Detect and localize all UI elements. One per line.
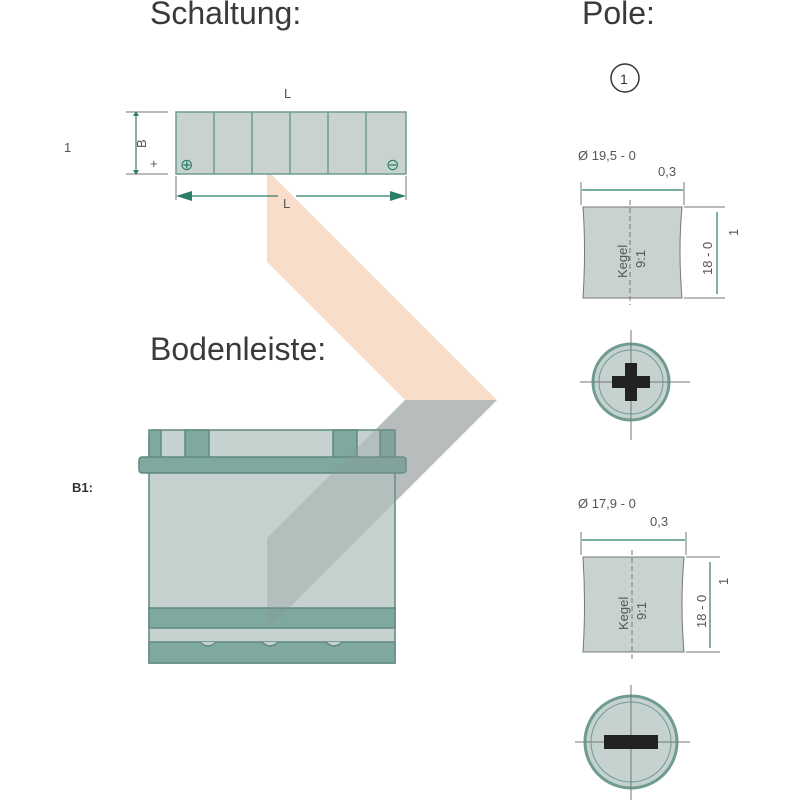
pos-taper: Kegel xyxy=(615,245,630,278)
bodenleiste-label: B1: xyxy=(72,480,93,495)
neg-taper: Kegel xyxy=(616,597,631,630)
neg-height-tol: 1 xyxy=(716,578,731,585)
positive-pole-dimensions: Ø 19,5 - 0 0,3 Kegel 9:1 18 - 0 1 xyxy=(578,148,741,440)
heading-schaltung: Schaltung: xyxy=(150,0,301,31)
cell-block xyxy=(175,111,407,175)
minus-terminal-icon: ⊖ xyxy=(386,157,399,174)
row-label: 1 xyxy=(64,140,71,155)
pole-type-number: 1 xyxy=(620,71,628,87)
pos-height: 18 - 0 xyxy=(700,242,715,275)
minus-icon xyxy=(604,735,658,749)
pos-height-tol: 1 xyxy=(726,229,741,236)
battery-side-view xyxy=(138,429,407,664)
length-label-bottom: L xyxy=(283,196,290,211)
pos-ratio: 9:1 xyxy=(633,250,648,268)
plus-terminal-icon: ⊕ xyxy=(180,157,193,174)
watermark-overlay xyxy=(267,400,497,630)
circuit-layout: 1 L B + ⊕ ⊖ L xyxy=(64,86,407,211)
heading-bodenleiste: Bodenleiste: xyxy=(150,331,326,367)
neg-diameter: Ø 17,9 - 0 xyxy=(578,496,636,511)
neg-ratio: 9:1 xyxy=(634,602,649,620)
length-label-top: L xyxy=(284,86,291,101)
pole-type-badge xyxy=(610,63,640,93)
neg-tolerance: 0,3 xyxy=(650,514,668,529)
heading-pole: Pole: xyxy=(582,0,655,31)
pos-tolerance: 0,3 xyxy=(658,164,676,179)
plus-mark: + xyxy=(150,156,158,171)
negative-pole-dimensions: Ø 17,9 - 0 0,3 Kegel 9:1 18 - 0 1 xyxy=(575,496,731,800)
neg-height: 18 - 0 xyxy=(694,595,709,628)
pos-diameter: Ø 19,5 - 0 xyxy=(578,148,636,163)
width-label: B xyxy=(134,139,149,148)
